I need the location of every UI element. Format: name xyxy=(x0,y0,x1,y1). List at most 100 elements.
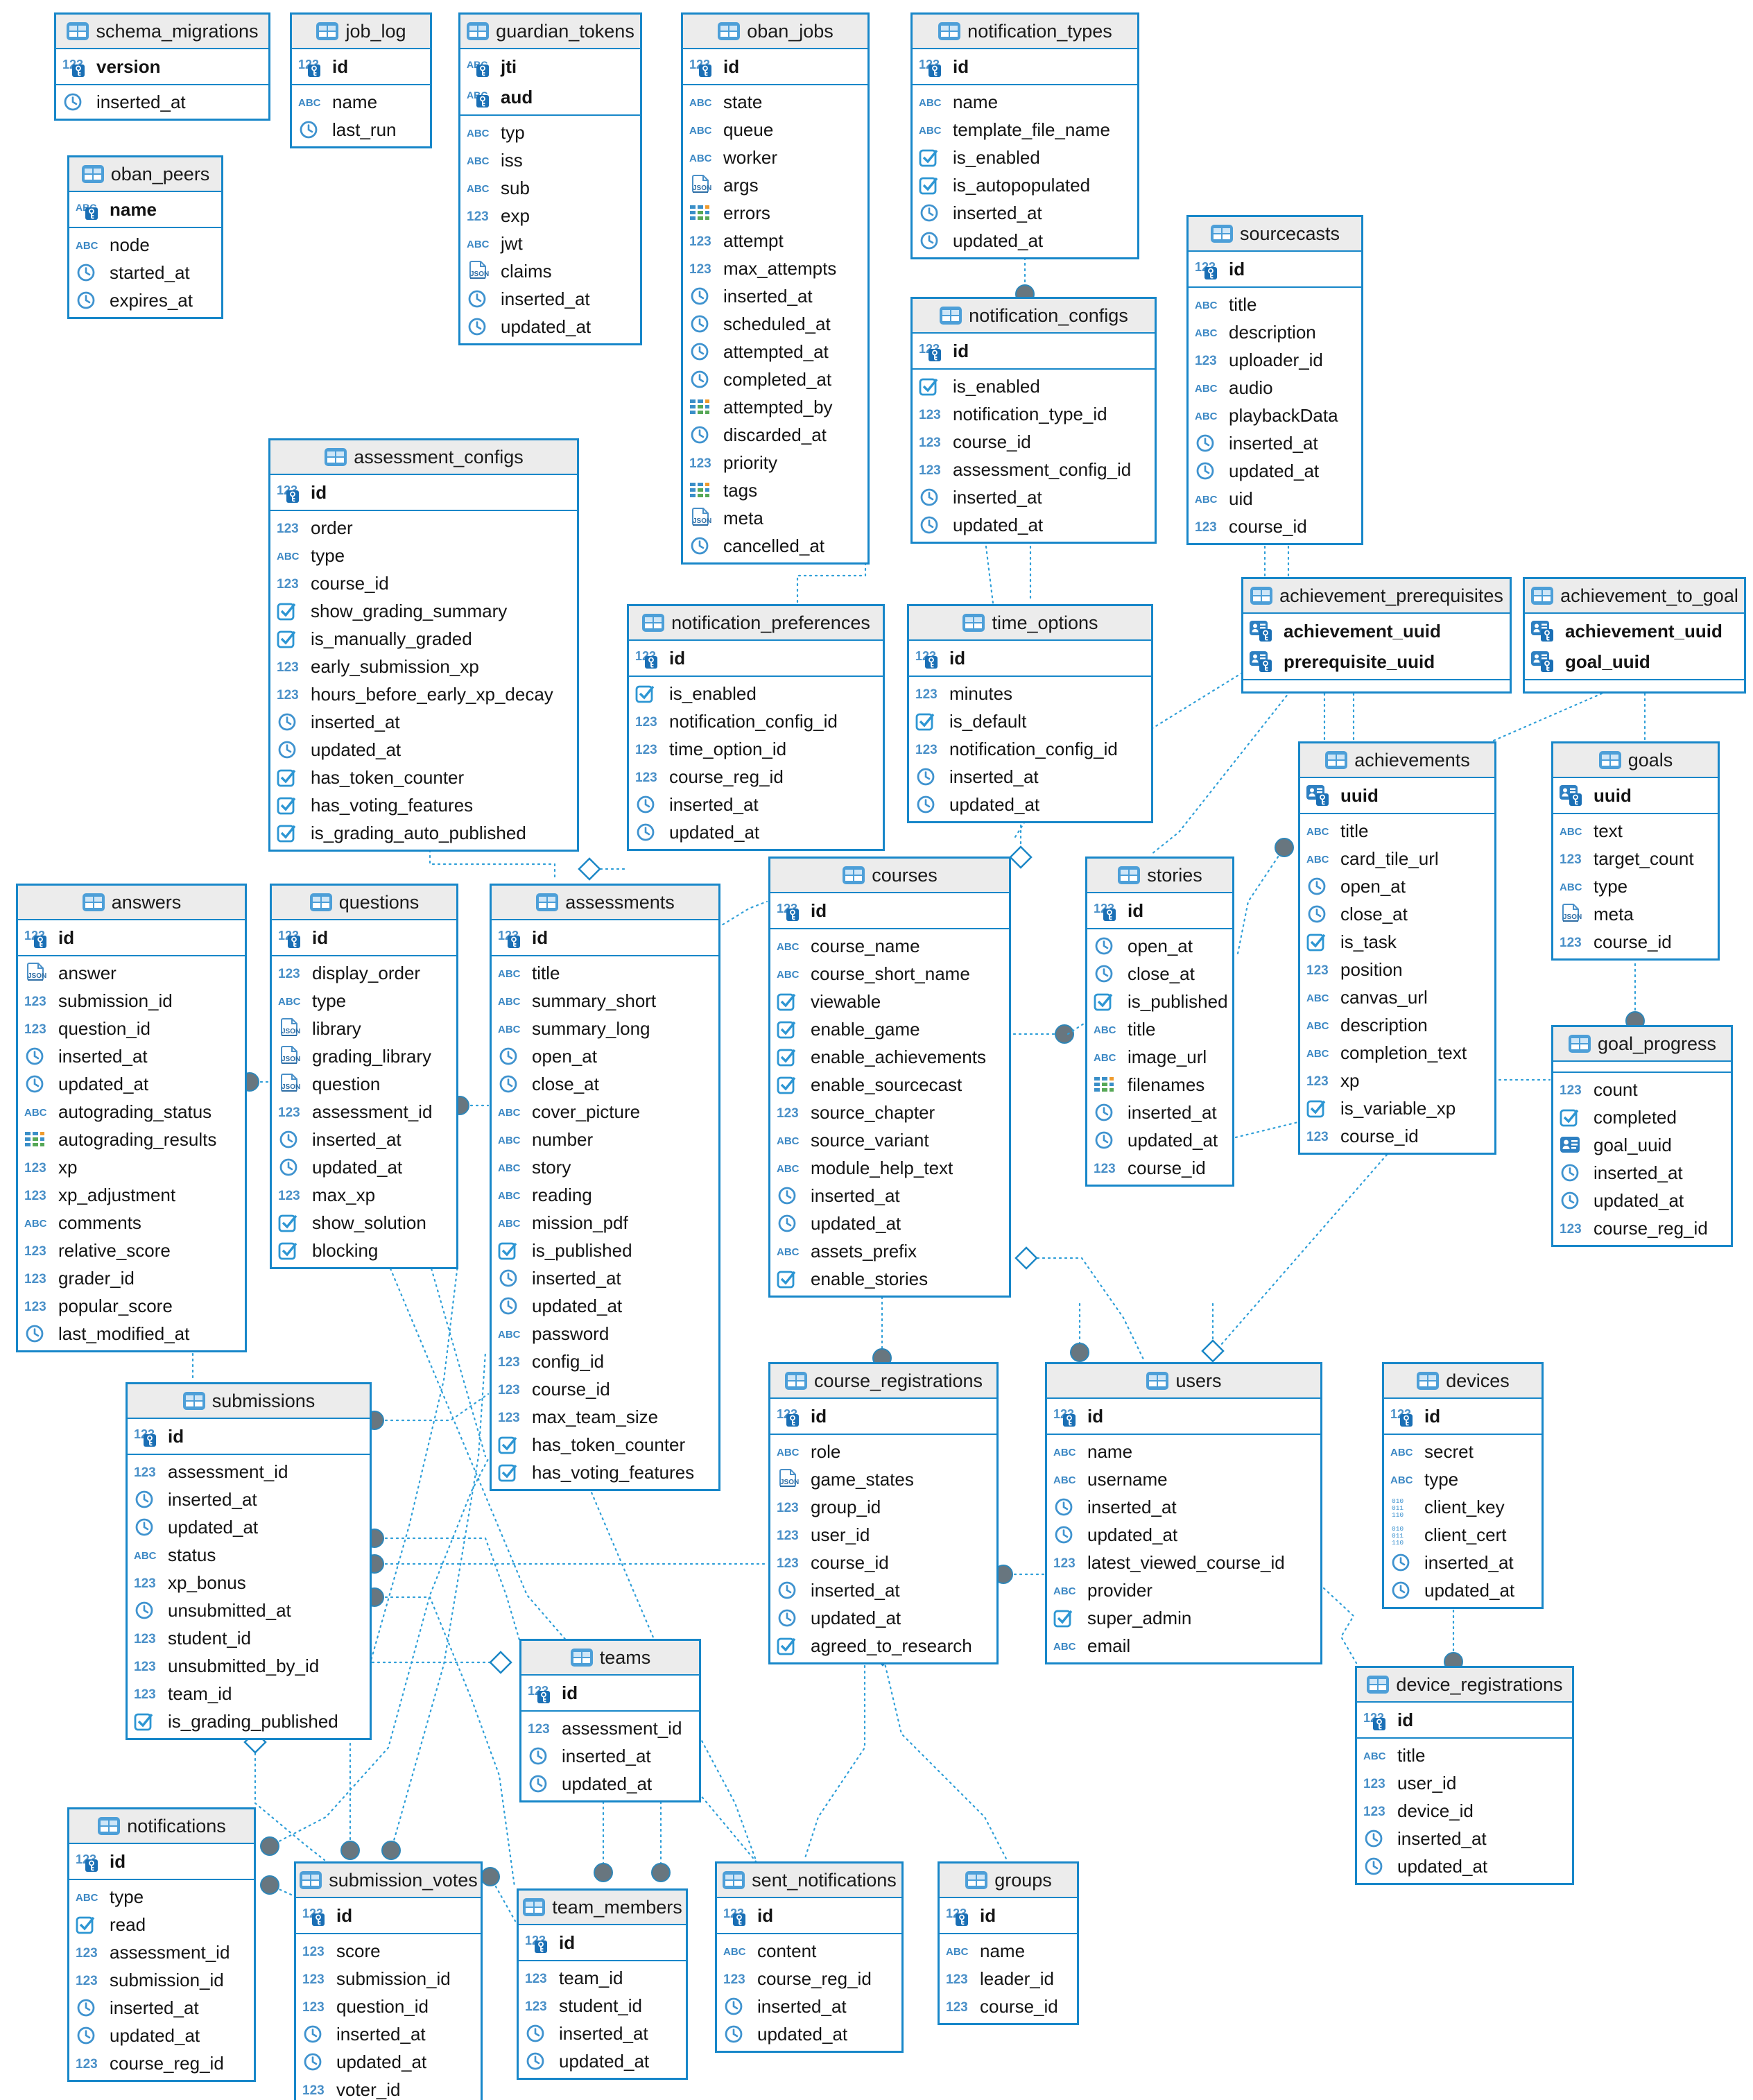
field-name: time_option_id xyxy=(669,739,787,759)
field-name: updated_at xyxy=(58,1074,149,1094)
field-name: assessment_config_id xyxy=(953,459,1132,480)
table-icon xyxy=(324,447,347,467)
int-key-icon: 123 xyxy=(919,55,947,78)
table-header[interactable]: questions xyxy=(272,886,456,920)
table-header[interactable]: sent_notifications xyxy=(717,1864,901,1898)
table-title: achievement_to_goal xyxy=(1560,585,1738,606)
table-header[interactable]: teams xyxy=(521,1641,699,1676)
int-icon: 123 xyxy=(24,1239,52,1262)
table-header[interactable]: notification_types xyxy=(913,15,1137,49)
table-header[interactable]: submissions xyxy=(128,1384,370,1419)
field-name: max_xp xyxy=(312,1185,376,1205)
field-name: number xyxy=(532,1129,594,1150)
table-header[interactable]: courses xyxy=(770,859,1009,893)
field-name: meta xyxy=(723,508,763,528)
table-header[interactable]: devices xyxy=(1384,1364,1542,1399)
field-name: question xyxy=(312,1074,381,1094)
svg-text:ABC: ABC xyxy=(689,97,712,109)
field-name: assessment_id xyxy=(562,1718,682,1739)
table-header[interactable]: notifications xyxy=(69,1809,254,1844)
table-header[interactable]: groups xyxy=(940,1864,1077,1898)
table-header[interactable]: answers xyxy=(18,886,245,920)
array-icon xyxy=(1094,1073,1121,1096)
table-header[interactable]: team_members xyxy=(519,1891,686,1925)
svg-text:123: 123 xyxy=(528,1722,550,1737)
table-header[interactable]: goals xyxy=(1553,743,1718,778)
field-name: course_id xyxy=(953,431,1031,452)
table-title: answers xyxy=(111,891,182,913)
table-header[interactable]: submission_votes xyxy=(296,1864,481,1898)
table-header[interactable]: course_registrations xyxy=(770,1364,996,1399)
table-header[interactable]: users xyxy=(1047,1364,1320,1399)
table-header[interactable]: achievement_to_goal xyxy=(1525,579,1744,614)
text-icon: ABC xyxy=(24,1100,52,1124)
field-name: id xyxy=(311,482,327,503)
table-header[interactable]: job_log xyxy=(292,15,430,49)
table-header[interactable]: time_options xyxy=(909,606,1151,641)
table-header[interactable]: achievement_prerequisites xyxy=(1243,579,1510,614)
table-header[interactable]: oban_peers xyxy=(69,157,221,192)
text-icon: ABC xyxy=(1053,1578,1081,1602)
field-name: xp xyxy=(58,1157,78,1178)
int-icon: 123 xyxy=(1560,1216,1587,1240)
table-header[interactable]: sourcecasts xyxy=(1189,217,1361,252)
svg-text:ABC: ABC xyxy=(723,1946,746,1958)
table-header[interactable]: notification_configs xyxy=(913,299,1155,334)
table-title: oban_peers xyxy=(110,163,210,184)
table-header[interactable]: schema_migrations xyxy=(56,15,268,49)
table-icon xyxy=(535,892,559,913)
table-header[interactable]: assessments xyxy=(492,886,718,920)
table-header[interactable]: device_registrations xyxy=(1357,1668,1572,1703)
table-header[interactable]: assessment_configs xyxy=(270,440,577,475)
table-header[interactable]: oban_jobs xyxy=(683,15,867,49)
table-header[interactable]: guardian_tokens xyxy=(460,15,640,49)
table-header[interactable]: stories xyxy=(1087,859,1232,893)
relation-line xyxy=(349,1264,459,1852)
table-header[interactable]: achievements xyxy=(1300,743,1494,778)
svg-text:ABC: ABC xyxy=(919,97,942,109)
svg-text:ABC: ABC xyxy=(467,155,490,167)
table-header[interactable]: goal_progress xyxy=(1553,1027,1731,1062)
pk-section xyxy=(1553,1062,1731,1073)
table-header[interactable]: notification_preferences xyxy=(629,606,883,641)
field-row: inserted_at xyxy=(717,1993,901,2020)
field-name: completed_at xyxy=(723,369,832,390)
